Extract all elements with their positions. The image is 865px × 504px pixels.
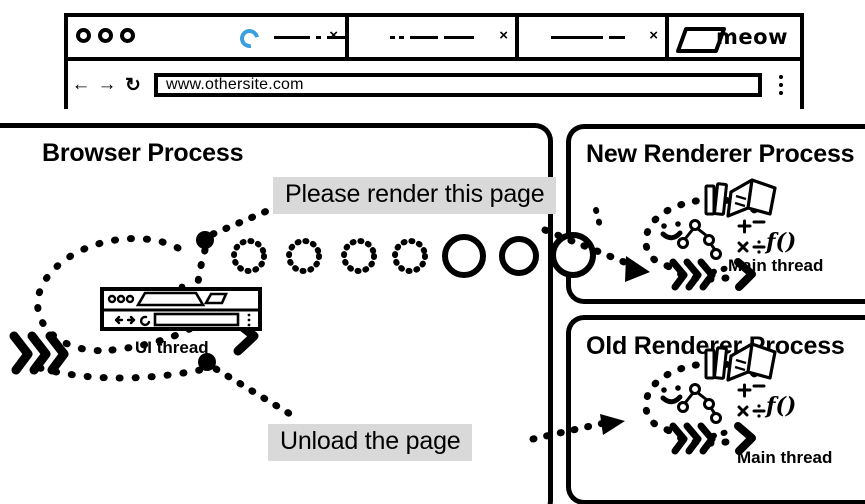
ui-thread-browser-icon (100, 287, 262, 331)
old-renderer-main-thread-label: Main thread (737, 448, 833, 467)
tab-3-close-icon[interactable]: × (649, 27, 658, 44)
tab-1-close-icon[interactable]: × (329, 27, 338, 44)
window-dot-3[interactable] (120, 28, 135, 43)
tab-2-title-mark (444, 36, 474, 39)
tab-1-title-mark (316, 36, 321, 39)
tab-1-title-mark (327, 36, 349, 39)
render-message-connector-icon (194, 201, 285, 304)
render-to-new-renderer-arrow-icon (541, 207, 650, 282)
tab-3[interactable]: × (519, 17, 669, 57)
unload-message-connector-icon (198, 353, 294, 418)
address-bar-input[interactable]: www.othersite.com (154, 73, 762, 97)
browser-menu-icon[interactable] (762, 75, 800, 95)
old-renderer-main-thread-icon: f() (642, 342, 796, 455)
tab-loading-spinner-icon (236, 25, 263, 52)
callout-please-render: Please render this page (273, 177, 557, 214)
tab-2-close-icon[interactable]: × (499, 27, 508, 44)
tab-2-title-mark (399, 36, 404, 39)
tab-3-title-mark (551, 36, 603, 39)
tab-3-title-mark (609, 36, 625, 39)
tab-2-title-mark (390, 36, 395, 39)
forward-button[interactable]: → (97, 74, 117, 95)
new-renderer-main-thread-icon: f() (642, 178, 796, 291)
old-renderer-process-panel (566, 315, 865, 504)
reload-button[interactable]: ↻ (125, 74, 141, 96)
brand-logo: meow (716, 25, 788, 49)
browser-process-title: Browser Process (42, 139, 244, 167)
window-controls-icon[interactable] (76, 28, 135, 43)
callout-unload-page: Unload the page (268, 424, 473, 461)
new-tab-button[interactable] (672, 25, 732, 57)
unload-to-old-renderer-arrow-icon (529, 414, 625, 443)
ui-thread-label: UI thread (135, 338, 209, 357)
svg-text:f(): f() (764, 229, 796, 255)
new-renderer-main-thread-label: Main thread (728, 256, 824, 275)
svg-text:f(): f() (764, 393, 796, 419)
window-dot-1[interactable] (76, 28, 91, 43)
browser-window: × × × meow ← → (64, 13, 804, 109)
tab-2-title-mark (410, 36, 438, 39)
browser-toolbar: ← → ↻ www.othersite.com (68, 61, 800, 109)
back-button[interactable]: ← (71, 74, 91, 95)
task-queue-circles (231, 232, 596, 278)
tab-1[interactable]: × (174, 17, 349, 57)
tab-strip: × × × meow (68, 17, 800, 61)
window-dot-2[interactable] (98, 28, 113, 43)
new-renderer-process-title: New Renderer Process (586, 140, 855, 168)
tab-2[interactable]: × (349, 17, 519, 57)
tab-1-title-mark (274, 36, 310, 39)
